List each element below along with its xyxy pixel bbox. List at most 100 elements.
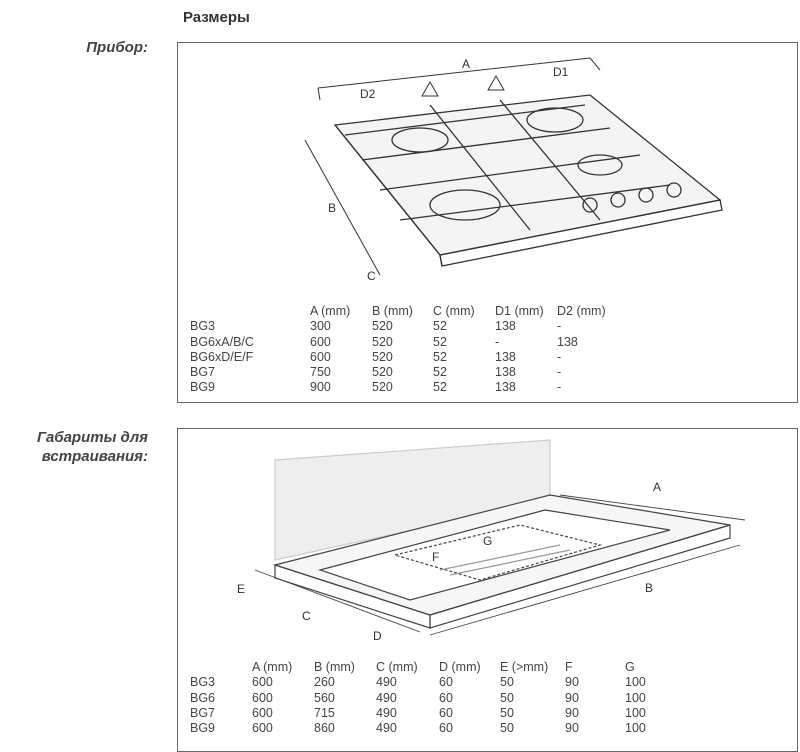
table-cell: - <box>557 365 562 380</box>
table-cell: BG3 <box>190 675 216 690</box>
table-cell: 50 <box>500 690 514 705</box>
table-cell: 50 <box>500 705 514 720</box>
table-cell: 600 <box>252 675 273 690</box>
table-header: A (mm) B (mm) C (mm) D (mm) E (>mm) F G <box>190 660 670 675</box>
table-cell: 138 <box>495 365 516 380</box>
dim-label-d1: D1 <box>553 65 569 79</box>
table-cell: 138 <box>495 380 516 395</box>
table-row: BG6 600 560 490 60 50 90 100 <box>190 691 670 706</box>
table-cell: 490 <box>376 721 397 736</box>
column-header: D1 (mm) <box>495 304 544 318</box>
table-cell: 520 <box>372 349 393 364</box>
table-cell: 52 <box>433 349 447 364</box>
table-cell: BG6xA/B/C <box>190 334 254 349</box>
table-cell: 490 <box>376 690 397 705</box>
table-row: BG9 900 520 52 138 - <box>190 380 630 395</box>
table-cell: 138 <box>557 334 578 349</box>
table-cell: 60 <box>439 705 453 720</box>
table-cell: BG9 <box>190 380 216 395</box>
table-cell: 750 <box>310 365 331 380</box>
table-cell: 90 <box>565 721 579 736</box>
table-cell: 52 <box>433 334 447 349</box>
table-cell: 600 <box>252 705 273 720</box>
table-cell: BG9 <box>190 721 216 736</box>
table-cell: 600 <box>310 334 331 349</box>
table-cell: 520 <box>372 334 393 349</box>
table-header: A (mm) B (mm) C (mm) D1 (mm) D2 (mm) <box>190 304 630 319</box>
table-cell: 715 <box>314 705 335 720</box>
table-cell: 100 <box>625 690 646 705</box>
table-cell: 100 <box>625 675 646 690</box>
cutout-label-a: A <box>653 480 661 494</box>
table-cell: 60 <box>439 721 453 736</box>
table-cell: - <box>495 334 500 349</box>
table-cell: 50 <box>500 675 514 690</box>
table-cell: 600 <box>252 721 273 736</box>
table-row: BG7 750 520 52 138 - <box>190 365 630 380</box>
table-cell: 560 <box>314 690 335 705</box>
table-cell: 520 <box>372 365 393 380</box>
table-cell: 60 <box>439 690 453 705</box>
builtin-table: A (mm) B (mm) C (mm) D (mm) E (>mm) F G BG3 600 2… <box>190 660 670 736</box>
table-cell: 860 <box>314 721 335 736</box>
column-header: D (mm) <box>439 660 481 674</box>
appliance-table: A (mm) B (mm) C (mm) D1 (mm) D2 (mm) BG3 300 52… <box>190 304 630 396</box>
column-header: C (mm) <box>376 660 418 674</box>
cutout-label-e: E <box>237 582 245 596</box>
table-cell: BG7 <box>190 705 216 720</box>
cutout-label-f: F <box>432 550 439 564</box>
table-cell: 300 <box>310 319 331 334</box>
table-row: BG3 300 520 52 138 - <box>190 319 630 334</box>
table-cell: 520 <box>372 319 393 334</box>
table-cell: 260 <box>314 675 335 690</box>
table-cell: BG6 <box>190 690 216 705</box>
table-cell: 90 <box>565 690 579 705</box>
table-cell: 90 <box>565 675 579 690</box>
table-cell: BG3 <box>190 319 216 334</box>
builtin-label-line2: встраивания: <box>41 448 148 465</box>
table-cell: 490 <box>376 705 397 720</box>
table-cell: 50 <box>500 721 514 736</box>
column-header: C (mm) <box>433 304 475 318</box>
table-cell: BG7 <box>190 365 216 380</box>
table-cell: 100 <box>625 705 646 720</box>
hob-diagram <box>304 57 723 276</box>
cutout-diagram <box>254 439 746 636</box>
table-cell: 52 <box>433 365 447 380</box>
table-cell: 138 <box>495 319 516 334</box>
dim-label-b: B <box>328 201 336 215</box>
column-header: A (mm) <box>252 660 293 674</box>
column-header: G <box>625 660 635 674</box>
column-header: A (mm) <box>310 304 351 318</box>
table-cell: 900 <box>310 380 331 395</box>
column-header: D2 (mm) <box>557 304 606 318</box>
column-header: B (mm) <box>372 304 413 318</box>
table-cell: 520 <box>372 380 393 395</box>
table-cell: 52 <box>433 380 447 395</box>
column-header: E (>mm) <box>500 660 549 674</box>
table-cell: 600 <box>252 690 273 705</box>
table-row: BG9 600 860 490 60 50 90 100 <box>190 721 670 736</box>
cutout-label-b: B <box>645 581 653 595</box>
column-header: B (mm) <box>314 660 355 674</box>
cutout-label-d: D <box>373 629 382 643</box>
table-cell: - <box>557 349 562 364</box>
table-cell: 52 <box>433 319 447 334</box>
column-header: F <box>565 660 573 674</box>
dim-label-a: A <box>462 57 470 71</box>
cutout-label-g: G <box>483 534 492 548</box>
table-row: BG6xA/B/C 600 520 52 - 138 <box>190 335 630 350</box>
builtin-label: Габариты для встраивания: <box>37 428 148 466</box>
table-cell: 100 <box>625 721 646 736</box>
section-heading: Размеры <box>183 9 250 26</box>
table-cell: 490 <box>376 675 397 690</box>
table-cell: - <box>557 380 562 395</box>
table-cell: 138 <box>495 349 516 364</box>
table-cell: - <box>557 319 562 334</box>
appliance-label: Прибор: <box>86 39 148 56</box>
dim-label-d2: D2 <box>360 87 376 101</box>
